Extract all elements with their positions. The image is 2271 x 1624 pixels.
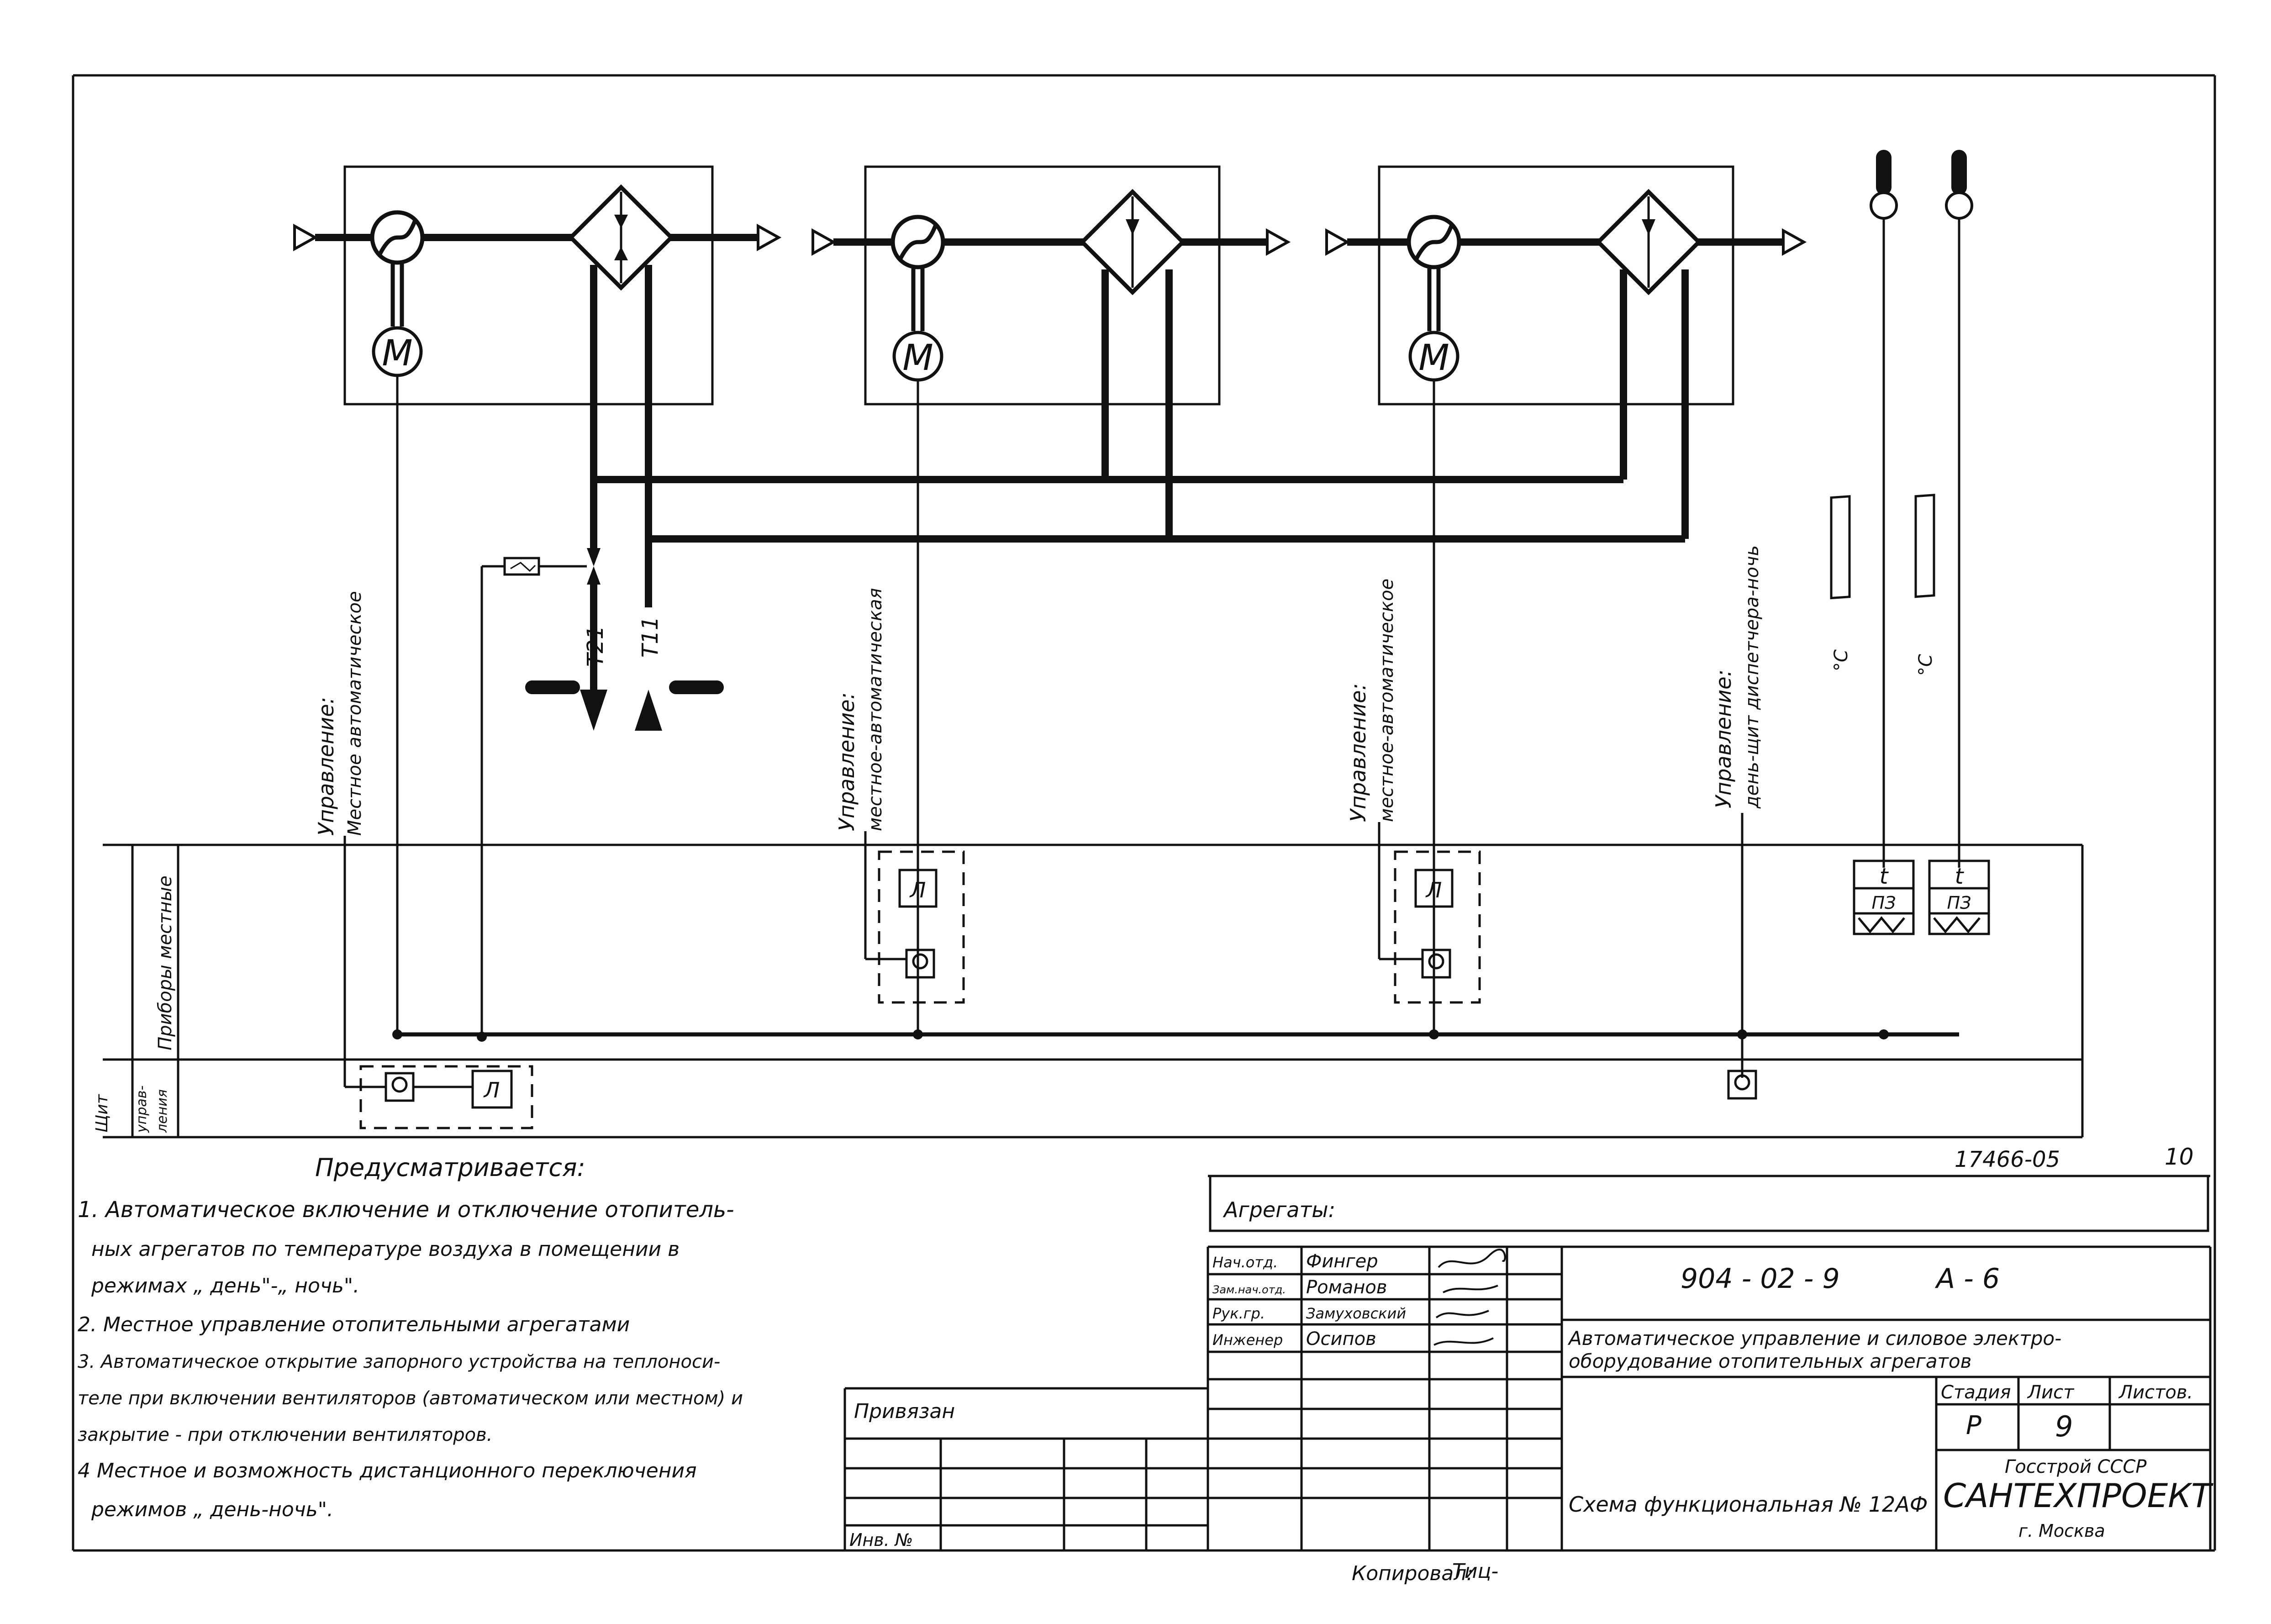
row-label-panel-2: управ- [134,1086,150,1133]
note-line: закрытие - при отключении вентиляторов. [78,1424,492,1445]
heating-unit-3: М [1325,165,1807,406]
staff-name: Осипов [1306,1329,1376,1350]
note-line: 1. Автоматическое включение и отключение… [78,1197,734,1223]
temperature-sensors: °С °С [1830,150,1973,868]
control-4-title: Управление: [1711,670,1736,808]
staff-role: Нач.отд. [1212,1254,1278,1271]
heating-unit-2: М [811,165,1291,406]
control-1-mode: Местное автоматическое [344,591,365,836]
note-line: 2. Местное управление отопительными агре… [78,1313,630,1336]
control-4-mode: день-щит диспетчера-ночь [1742,545,1763,809]
inv-label: Инв. № [849,1530,913,1550]
copied-sign: Тиц- [1452,1560,1498,1583]
svg-text:Л: Л [483,1078,500,1102]
thermometer-icon [1945,150,1973,220]
fan-icon [370,210,425,265]
description-line-1: Автоматическое управление и силовое элек… [1567,1327,2061,1350]
sheets-label: Листов. [2118,1382,2193,1403]
thermo-unit-2: °С [1915,654,1936,676]
heat-exchanger-icon [568,184,674,291]
heat-exchanger-icon [1079,189,1186,295]
stage-value: Р [1966,1411,1981,1440]
signature [1433,1249,1506,1346]
title-block: 17466-05 10 Агрегаты: Нач.отд. Фингер За… [843,1144,2213,1585]
org-top: Госстрой СССР [2005,1456,2147,1477]
aggregates-label: Агрегаты: [1222,1197,1335,1222]
notes-block: Предусматривается: 1. Автоматическое вкл… [78,1153,743,1521]
note-line: 4 Местное и возможность дистанционного п… [78,1459,697,1482]
motor-icon: М [892,331,943,382]
project-number: 904 - 02 - 9 [1681,1263,1840,1295]
staff-name: Замуховский [1306,1305,1406,1322]
pipe-markers: Т21 Т11 [525,617,724,694]
control-3-mode: местное-автоматическое [1376,579,1397,822]
sheet-frame [72,74,2216,1552]
row-label-local-devices: Приборы местные [155,875,176,1050]
fan-icon [1407,215,1461,269]
fan-icon [890,215,945,269]
control-bus [392,1029,1959,1042]
bound-label: Привязан [854,1400,955,1423]
notes-heading: Предусматривается: [315,1153,585,1182]
staff-role: Зам.нач.отд. [1212,1283,1286,1296]
shutoff-valve [480,548,662,1034]
note-line: теле при включении вентиляторов (автомат… [78,1388,743,1409]
svg-text:ПЗ: ПЗ [1872,893,1896,913]
svg-text:t: t [1955,864,1965,889]
description-line-2: оборудование отопительных агрегатов [1569,1350,1971,1372]
control-3-title: Управление: [1346,683,1370,822]
coolant-headers [590,265,1689,607]
copied-label: Копировал: [1352,1562,1473,1585]
svg-text:ПЗ: ПЗ [1947,893,1971,913]
svg-text:t: t [1880,864,1889,889]
pipe-label-supply: Т11 [638,617,663,658]
control-2-mode: местное-автоматическая [865,588,886,831]
device-rows: Приборы местные Щит управ- ления [93,844,2084,1139]
note-line: режимах „ день"-„ ночь". [91,1274,359,1297]
staff-name: Романов [1306,1277,1387,1298]
panel-devices: Л [343,1065,1757,1129]
control-labels: Управление: Местное автоматическое Управ… [314,545,1763,1069]
heat-exchanger-icon [1595,189,1702,295]
motor-icon: М [1408,331,1460,382]
sheet-label: Лист [2027,1382,2075,1403]
motor-cables [396,375,1744,1078]
row-label-panel-1: Щит [93,1094,111,1133]
thermometer-icon [1870,150,1898,220]
local-devices-unit-3: Л [1379,850,1481,1004]
note-line: ных агрегатов по температуре воздуха в п… [91,1238,680,1261]
pipe-label-return: Т21 [583,626,608,667]
control-2-title: Управление: [834,692,859,831]
org-name: САНТЕХПРОЕКТ [1943,1476,2213,1515]
staff-name: Фингер [1306,1251,1378,1272]
local-devices-unit-2: Л [865,850,965,1004]
sheet-value: 9 [2055,1410,2073,1443]
control-1-title: Управление: [314,697,338,836]
drawing-title: Схема функциональная № 12АФ [1569,1492,1928,1517]
svg-text:Л: Л [1425,878,1442,902]
note-line: 3. Автоматическое открытие запорного уст… [78,1351,720,1372]
svg-text:М: М [1418,337,1449,379]
svg-text:Л: Л [909,878,926,902]
org-city: г. Москва [2018,1521,2105,1541]
svg-text:М: М [382,333,412,374]
stage-label: Стадия [1941,1382,2011,1403]
svg-text:М: М [902,337,933,379]
page-number: 10 [2165,1144,2194,1170]
album-code: А - 6 [1934,1263,2000,1295]
row-label-panel-3: ления [154,1089,170,1133]
thermo-unit-1: °С [1831,649,1852,671]
doc-code: 17466-05 [1955,1147,2060,1172]
temperature-relays: t ПЗ t ПЗ [1853,859,1990,935]
heating-unit-1: М [293,165,782,406]
staff-role: Инженер [1212,1331,1283,1349]
staff-role: Рук.гр. [1212,1305,1265,1322]
note-line: режимов „ день-ночь". [91,1498,333,1521]
motor-icon: М [372,326,423,377]
